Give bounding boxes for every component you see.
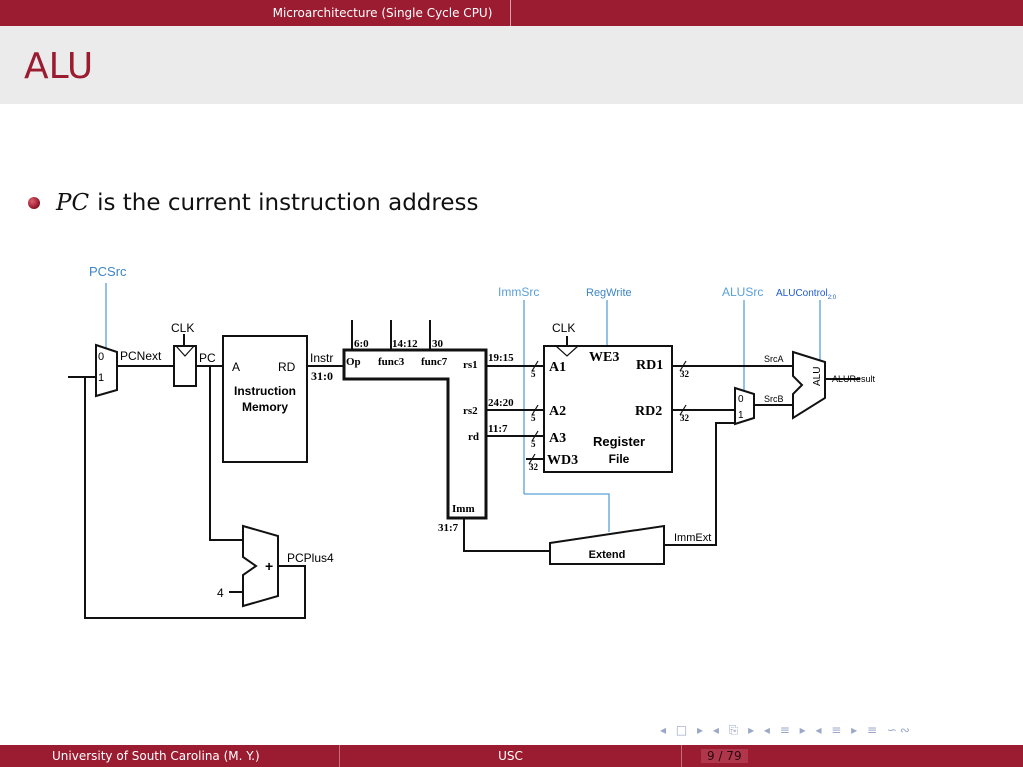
immsrc-label: ImmSrc <box>498 285 539 299</box>
title-bar: ALU <box>0 26 1023 104</box>
bus-31-0: 31:0 <box>311 369 333 383</box>
alucontrol-sub: 2:0 <box>828 295 837 301</box>
field-31-7: 31:7 <box>438 522 459 534</box>
immext-label: ImmExt <box>674 532 711 544</box>
alucontrol-label: ALUControl <box>776 288 828 299</box>
extend-unit <box>549 524 665 565</box>
page-number: 9 / 79 <box>701 749 748 763</box>
bullet-icon <box>28 197 40 209</box>
srcb-mux-0: 0 <box>738 394 744 405</box>
field-func7: func7 <box>421 356 448 368</box>
alusrc-label: ALUSrc <box>722 285 763 299</box>
field-rs2: rs2 <box>463 405 478 417</box>
width-5-a3: 5 <box>531 439 536 449</box>
width-32-rd1: 32 <box>680 369 690 379</box>
field-imm: Imm <box>452 503 475 515</box>
instr-label: Instr <box>310 351 333 365</box>
imem-rd: RD <box>278 360 296 374</box>
datapath-diagram: PCSrc ImmSrc RegWrite ALUSrc ALUControl2… <box>68 264 876 619</box>
adder-plus: + <box>265 558 273 574</box>
field-14-12: 14:12 <box>392 338 418 350</box>
footer-page: 9 / 79 <box>681 745 1023 767</box>
rf-a3: A3 <box>549 431 566 446</box>
imem-name-1: Instruction <box>234 384 296 398</box>
width-5-a2: 5 <box>531 413 536 423</box>
field-func3: func3 <box>378 356 405 368</box>
clk-label-pc: CLK <box>171 321 194 335</box>
imem-name-2: Memory <box>242 400 288 414</box>
imem-a: A <box>232 360 240 374</box>
beamer-nav-icons[interactable]: ◂ □ ▸ ◂ ⎘ ▸ ◂ ≡ ▸ ◂ ≡ ▸ ≡ ∽∾ <box>660 723 913 737</box>
pc-mux-0: 0 <box>98 351 104 363</box>
width-32-rd2: 32 <box>680 413 690 423</box>
regwrite-label: RegWrite <box>586 287 632 299</box>
pcsrc-label: PCSrc <box>89 264 127 279</box>
field-op: Op <box>346 356 361 368</box>
instr-splitter <box>342 348 488 520</box>
clk-label-rf: CLK <box>552 321 575 335</box>
bullet-item: PC is the current instruction address <box>28 190 478 216</box>
pcnext-label: PCNext <box>120 349 162 363</box>
rf-rd1: RD1 <box>636 358 663 373</box>
header-bar: Microarchitecture (Single Cycle CPU) <box>0 0 1023 26</box>
rf-a2: A2 <box>549 404 566 419</box>
range-19-15: 19:15 <box>488 352 514 364</box>
section-title: Microarchitecture (Single Cycle CPU) <box>255 0 511 26</box>
width-32-wd3: 32 <box>529 462 539 472</box>
field-rs1: rs1 <box>463 359 478 371</box>
extend-label: Extend <box>589 549 626 561</box>
bullet-text: is the current instruction address <box>97 190 479 216</box>
bullet-math: PC <box>56 190 90 216</box>
pc-register <box>173 345 197 387</box>
footer-institution: University of South Carolina (M. Y.) <box>0 745 340 767</box>
range-24-20: 24:20 <box>488 397 514 409</box>
width-5-a1: 5 <box>531 369 536 379</box>
svg-text:ALUControl2:0: ALUControl2:0 <box>776 288 837 301</box>
srcb-mux-1: 1 <box>738 410 744 421</box>
srcb-mux <box>734 386 755 426</box>
footer-short: USC <box>340 745 682 767</box>
pc-mux <box>95 343 118 398</box>
aluresult-label: ALUResult <box>832 374 876 384</box>
adder-four: 4 <box>217 586 224 600</box>
srca-label: SrcA <box>764 354 784 364</box>
field-6-0: 6:0 <box>354 338 369 350</box>
rf-name-2: File <box>609 452 630 466</box>
footer-bar: University of South Carolina (M. Y.) USC… <box>0 745 1023 767</box>
rf-name-1: Register <box>593 434 645 449</box>
srcb-label: SrcB <box>764 394 784 404</box>
pcplus4-adder <box>242 524 279 608</box>
pc-mux-1: 1 <box>98 372 104 384</box>
alu <box>792 350 826 420</box>
instruction-memory <box>222 335 308 463</box>
pc-label: PC <box>199 351 216 365</box>
field-rd: rd <box>468 431 479 443</box>
rf-rd2: RD2 <box>635 404 662 419</box>
register-file <box>543 345 673 473</box>
field-30: 30 <box>432 338 444 350</box>
rf-we3: WE3 <box>589 350 619 365</box>
rf-wd3: WD3 <box>547 453 578 468</box>
alu-label: ALU <box>812 367 823 386</box>
slide-title: ALU <box>24 46 94 87</box>
pcplus4-label: PCPlus4 <box>287 551 334 565</box>
range-11-7: 11:7 <box>488 423 508 435</box>
rf-a1: A1 <box>549 360 566 375</box>
